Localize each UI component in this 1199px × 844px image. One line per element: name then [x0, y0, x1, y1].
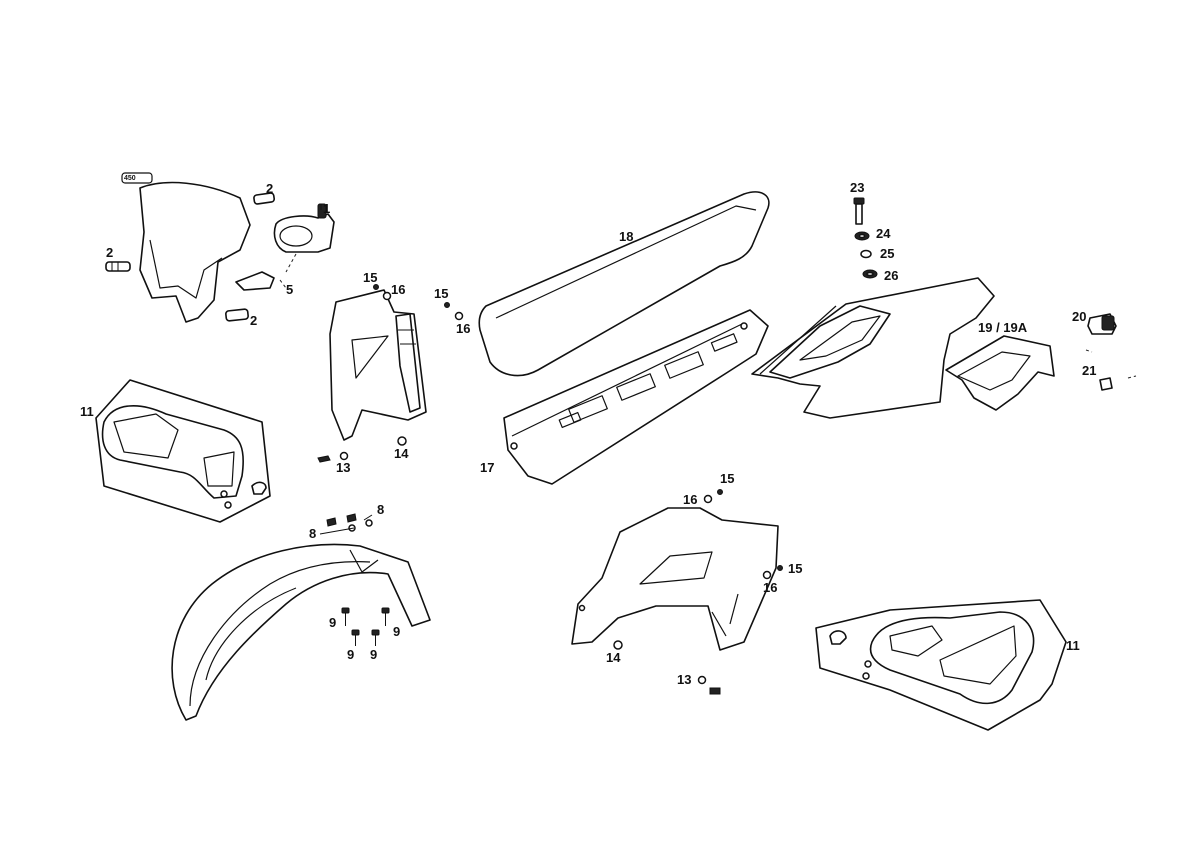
rubber-strap-top — [253, 192, 276, 205]
nut-26 — [862, 269, 878, 279]
callout-8-b: 8 — [309, 526, 316, 541]
rear-fender-section — [945, 335, 1055, 411]
callout-19-19a: 19 / 19A — [978, 320, 1028, 335]
callout-15-d: 15 — [788, 561, 802, 576]
seat-base — [503, 309, 769, 485]
callout-14-b: 14 — [606, 650, 621, 665]
shroud-fasteners-left — [317, 284, 464, 463]
fender-bolt-c — [371, 629, 380, 646]
fender-bolt-d — [381, 607, 390, 626]
mask-logo-badge — [121, 172, 153, 184]
callout-15-a: 15 — [363, 270, 377, 285]
callout-24: 24 — [876, 226, 891, 241]
callout-25: 25 — [880, 246, 894, 261]
callout-9-a: 9 — [329, 615, 336, 630]
rubber-strap-left — [105, 261, 131, 272]
fender-bolts — [319, 513, 390, 646]
fender-bolt-a — [341, 607, 350, 626]
callout-15-c: 15 — [720, 471, 734, 486]
callout-16-d: 16 — [763, 580, 777, 595]
callout-2-bottom: 2 — [250, 313, 257, 328]
callout-16-a: 16 — [391, 282, 405, 297]
callout-16-c: 16 — [683, 492, 697, 507]
callout-20: 20 — [1072, 309, 1086, 324]
callout-9-b: 9 — [393, 624, 400, 639]
side-number-plate-right — [815, 599, 1067, 731]
rubber-strap-bottom — [225, 308, 249, 322]
washer-25 — [860, 249, 872, 259]
callout-9-d: 9 — [370, 647, 377, 662]
callout-18: 18 — [619, 229, 633, 244]
callout-9-c: 9 — [347, 647, 354, 662]
callout-23: 23 — [850, 180, 864, 195]
tail-light-20 — [1087, 313, 1117, 335]
callout-21: 21 — [1082, 363, 1096, 378]
callout-15-b: 15 — [434, 286, 448, 301]
callout-17: 17 — [480, 460, 494, 475]
side-number-plate-left — [95, 379, 271, 523]
fender-bolt-b — [351, 629, 360, 646]
callout-1: 1 — [323, 201, 330, 216]
callout-5: 5 — [286, 282, 293, 297]
seat — [478, 191, 770, 377]
tail-light-21 — [1085, 349, 1137, 391]
mask-logo: 450 — [124, 175, 136, 182]
bolt-23 — [853, 197, 865, 225]
shroud-fasteners-right — [578, 489, 783, 695]
right-radiator-shroud — [571, 507, 779, 651]
front-fender — [171, 543, 431, 721]
callout-16-b: 16 — [456, 321, 470, 336]
headlight-mask: 450 — [121, 172, 251, 323]
callout-2-top: 2 — [266, 181, 273, 196]
headlight-unit — [273, 203, 335, 253]
callout-8-a: 8 — [377, 502, 384, 517]
rear-side-panel — [751, 277, 995, 419]
mount-bracket — [235, 271, 287, 291]
callout-11-left: 11 — [80, 404, 94, 419]
left-radiator-shroud — [329, 289, 427, 441]
callout-11-right: 11 — [1066, 638, 1080, 653]
callout-14-a: 14 — [394, 446, 409, 461]
callout-26: 26 — [884, 268, 898, 283]
callout-13-b: 13 — [677, 672, 691, 687]
callout-13-a: 13 — [336, 460, 350, 475]
callout-2-left: 2 — [106, 245, 113, 260]
washer-24 — [854, 231, 870, 241]
